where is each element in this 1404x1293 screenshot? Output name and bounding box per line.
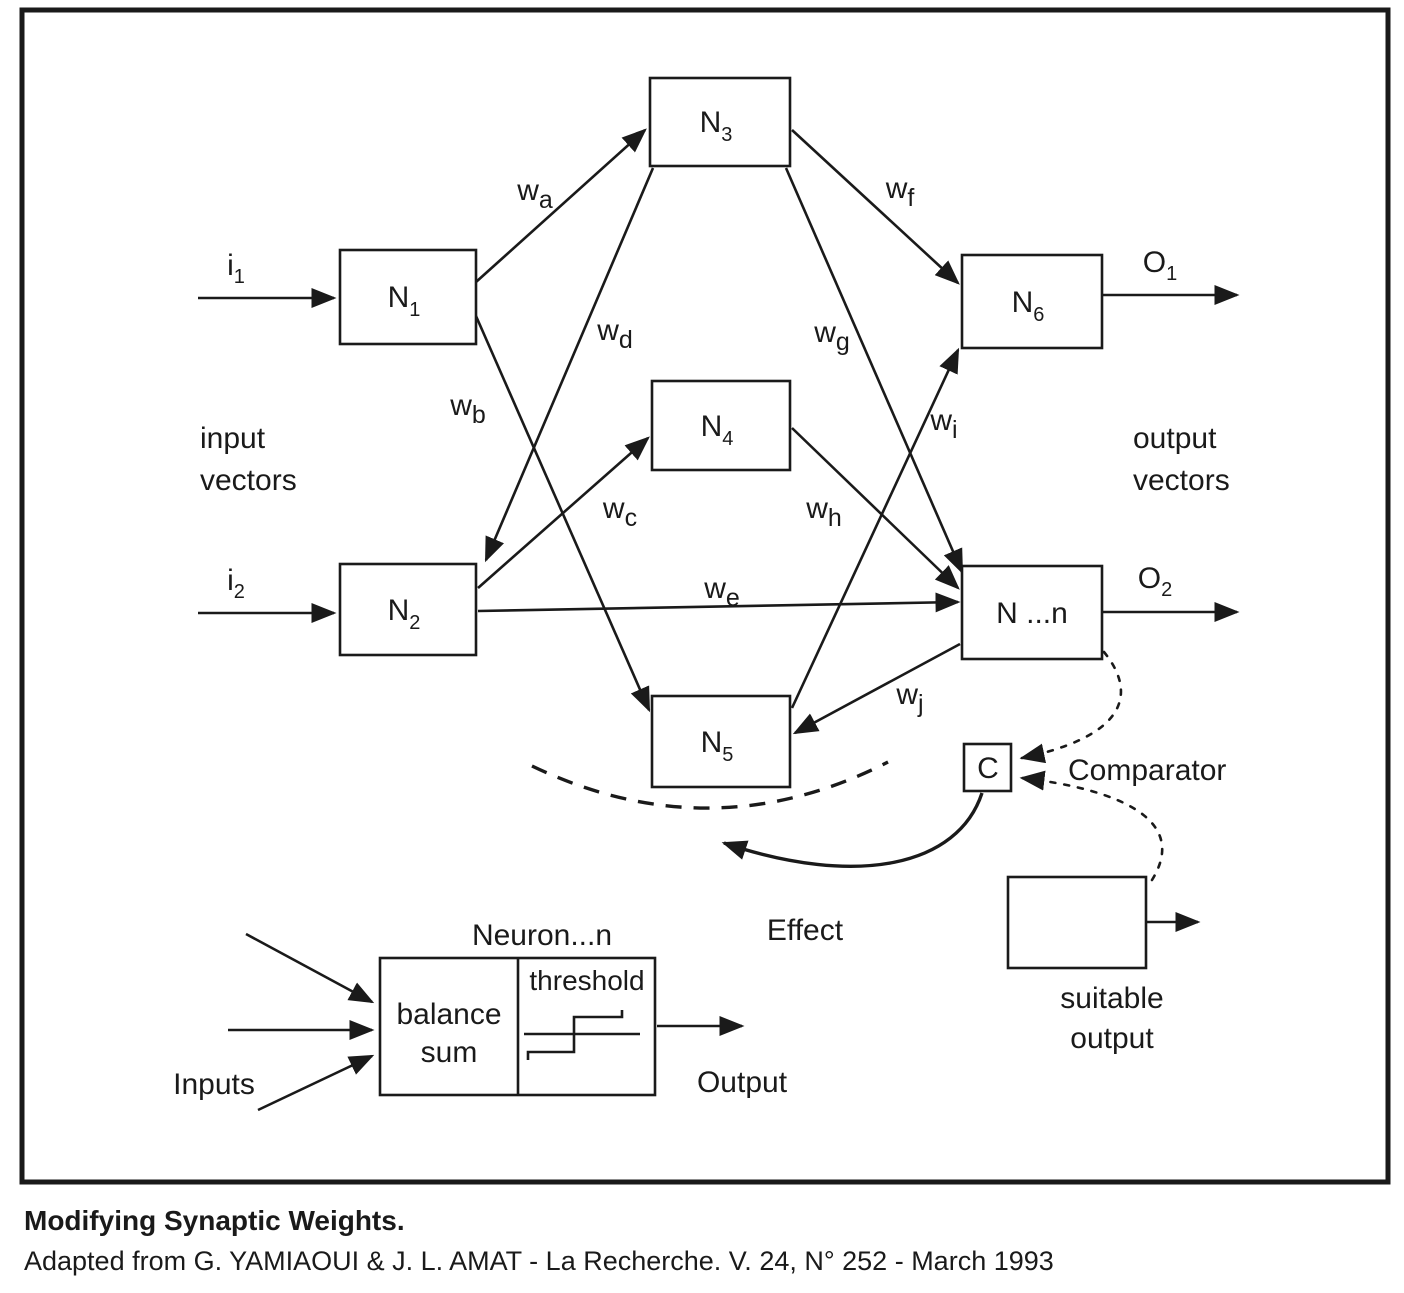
edge-n3-n6 (791, 129, 960, 285)
edge-n1-n3 (475, 128, 647, 283)
network-edges (198, 128, 1240, 735)
weight-wa: wa (516, 174, 553, 214)
node-n3-label: N3 (700, 106, 733, 146)
io-i2-label: i2 (227, 564, 245, 603)
node-n2-label: N2 (388, 594, 421, 634)
figure-caption: Modifying Synaptic Weights. Adapted from… (24, 1205, 1054, 1276)
suitable-output-line2: output (1070, 1022, 1154, 1055)
suitable-output-line1: suitable (1060, 982, 1163, 1015)
node-n1-box (338, 248, 478, 346)
node-n1: N1 (338, 248, 478, 346)
edge-n3-nn (784, 167, 964, 575)
caption-source: Adapted from G. YAMIAOUI & J. L. AMAT - … (24, 1246, 1054, 1276)
node-nn: N ...n (960, 564, 1104, 661)
weight-labels: wa wb wc wd we wf wg wh wi wj (449, 172, 957, 718)
edge-n2-n4 (477, 436, 650, 589)
node-nn-box (960, 564, 1104, 661)
dotted-o2-to-comparator (1019, 650, 1123, 764)
comparator-label: Comparator (1068, 754, 1226, 787)
node-n3: N3 (648, 76, 792, 168)
input-vectors-line1: input (200, 422, 266, 455)
node-n4: N4 (650, 379, 792, 472)
input-vectors-line2: vectors (200, 464, 297, 497)
io-o2-label: O2 (1138, 562, 1172, 601)
node-n4-label: N4 (701, 410, 734, 450)
node-n3-box (648, 76, 792, 168)
output-vectors-line2: vectors (1133, 464, 1230, 497)
output-vectors-line1: output (1133, 422, 1217, 455)
weight-wj: wj (895, 678, 923, 718)
weight-wh: wh (805, 492, 842, 532)
weight-wg: wg (813, 316, 850, 356)
output-label: Output (697, 1066, 788, 1099)
node-n6: N6 (960, 253, 1104, 350)
weight-we: we (703, 572, 740, 612)
effect-label: Effect (767, 914, 844, 947)
io-i1-label: i1 (227, 249, 245, 288)
threshold-label: threshold (529, 965, 644, 996)
node-n5-label: N5 (701, 726, 734, 766)
effect-arrow (721, 792, 984, 868)
inputs-label: Inputs (173, 1068, 255, 1101)
node-n1-label: N1 (388, 281, 421, 321)
neuron-detail-title: Neuron...n (472, 919, 612, 952)
node-n4-box (650, 379, 792, 472)
node-n5: N5 (650, 694, 792, 789)
balance-sum-line2: sum (421, 1036, 478, 1069)
weight-wb: wb (449, 389, 486, 429)
side-captions: input vectors output vectors (200, 422, 1230, 497)
edge-n5-n6 (790, 347, 960, 709)
edge-nn-n5 (792, 642, 961, 735)
weight-wf: wf (885, 172, 915, 212)
balance-sum-line1: balance (396, 998, 501, 1031)
node-n6-label: N6 (1012, 286, 1045, 326)
dashed-effect-arc (531, 760, 889, 810)
node-n6-box (960, 253, 1104, 350)
comparator-box (962, 742, 1013, 793)
detail-input-arrow-3 (257, 1054, 375, 1112)
caption-title: Modifying Synaptic Weights. (24, 1205, 405, 1236)
edge-n3-n2 (484, 167, 655, 563)
figure-frame (19, 7, 1391, 1185)
detail-input-arrow-1 (245, 932, 375, 1004)
neuron-detail: Neuron...n balance sum threshold Inputs … (173, 919, 788, 1112)
dotted-suitable-to-comparator (1019, 770, 1164, 882)
comparator-box-label: C (977, 752, 999, 785)
network-nodes: N3 N1 N6 N4 N2 N ...n N5 (338, 76, 1104, 789)
node-n2-box (338, 562, 478, 657)
io-o1-label: O1 (1143, 246, 1177, 285)
io-labels: i1 i2 O1 O2 (227, 246, 1177, 603)
comparator-section: C Comparator Effect suitable output (531, 650, 1226, 1055)
weight-wc: wc (602, 492, 637, 532)
weight-wd: wd (596, 314, 633, 354)
edge-n2-nn (477, 592, 961, 613)
weight-wi: wi (929, 404, 957, 444)
suitable-output-box (1006, 875, 1148, 970)
node-n2: N2 (338, 562, 478, 657)
node-n5-box (650, 694, 792, 789)
edge-n4-nn (791, 427, 960, 590)
node-nn-label: N ...n (996, 597, 1068, 630)
